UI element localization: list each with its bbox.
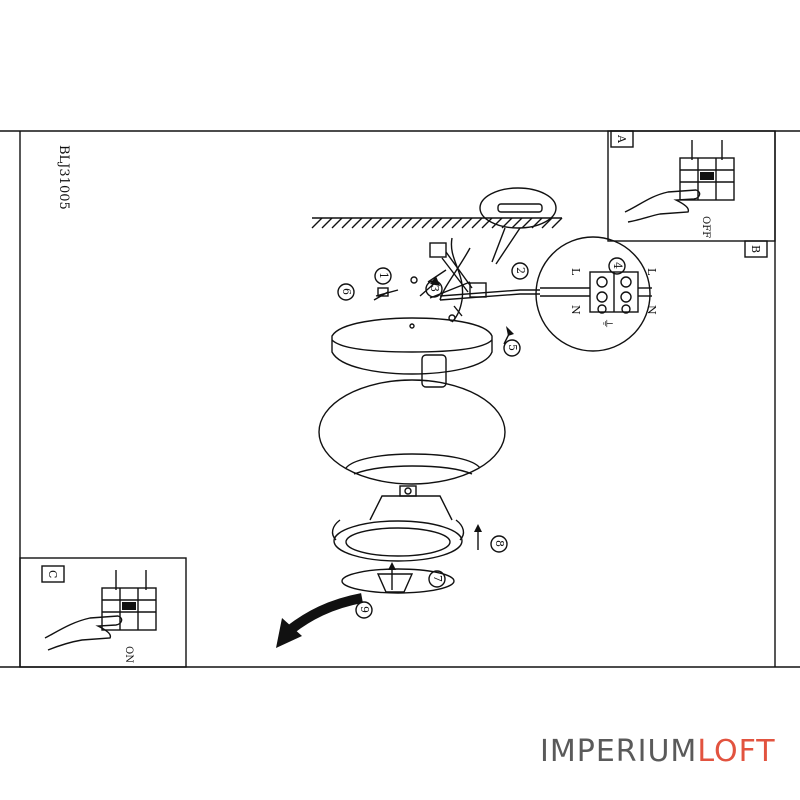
step-callout-1: 1 [374,267,392,285]
inset-c-state: ON [123,646,134,663]
terminal-label-neutral-right: N [645,305,658,315]
step-label-6: 6 [340,288,353,295]
wall-plug-callout [479,187,557,265]
light-bulb [369,485,453,521]
terminal-label-line-right: L [645,268,658,276]
terminal-label-line-left: L [569,268,582,276]
mounting-bracket [410,237,540,323]
step-callout-8: 8 [490,535,508,553]
step-callout-4: 4 [608,257,626,275]
lamp-holder [421,354,447,388]
inset-b-letter: B [749,245,762,253]
step-label-4: 4 [611,262,624,269]
step-callout-2: 2 [511,262,529,280]
step-label-2: 2 [514,267,527,274]
curved-arrow-icon [276,593,363,648]
ground-symbol: ⏚ [601,318,614,329]
step-label-3: 3 [428,285,441,292]
watermark-part1: IMPERIUM [540,734,698,769]
inset-a-state: OFF [700,216,711,238]
step-label-8: 8 [493,540,506,547]
step-label-5: 5 [506,344,519,351]
step-label-7: 7 [431,575,444,582]
terminal-block-icon [679,140,735,201]
step-callout-3: 3 [425,280,443,298]
diffuser-plate [341,562,455,594]
step-callout-6: 6 [337,283,355,301]
step-label-9: 9 [358,606,371,613]
step-callout-7: 7 [428,570,446,588]
inset-a: A OFF [607,130,776,242]
watermark-logo: IMPERIUMLOFT [540,734,776,769]
step-callout-9: 9 [355,601,373,619]
terminal-block-icon [101,570,157,631]
canopy [331,317,493,375]
step-arrows [373,276,514,550]
glass-globe [318,379,506,485]
inset-b: B [744,240,768,258]
terminal-callout: L L N N ⏚ [535,236,658,352]
ceiling [311,217,563,229]
retaining-ring [331,519,465,562]
inset-c: C ON [19,557,187,668]
hand-icon [44,615,123,651]
step-callout-5: 5 [503,339,521,357]
page-frame [0,130,800,668]
inset-c-letter: C [46,570,59,578]
model-code: BLJ31005 [56,145,71,210]
step-label-1: 1 [377,272,390,279]
hand-icon [624,189,701,223]
terminal-label-neutral-left: N [569,305,582,315]
watermark-part2: LOFT [697,734,776,769]
inset-a-letter: A [615,134,628,144]
step-callouts: 1 2 3 4 5 6 7 8 9 [337,257,626,619]
